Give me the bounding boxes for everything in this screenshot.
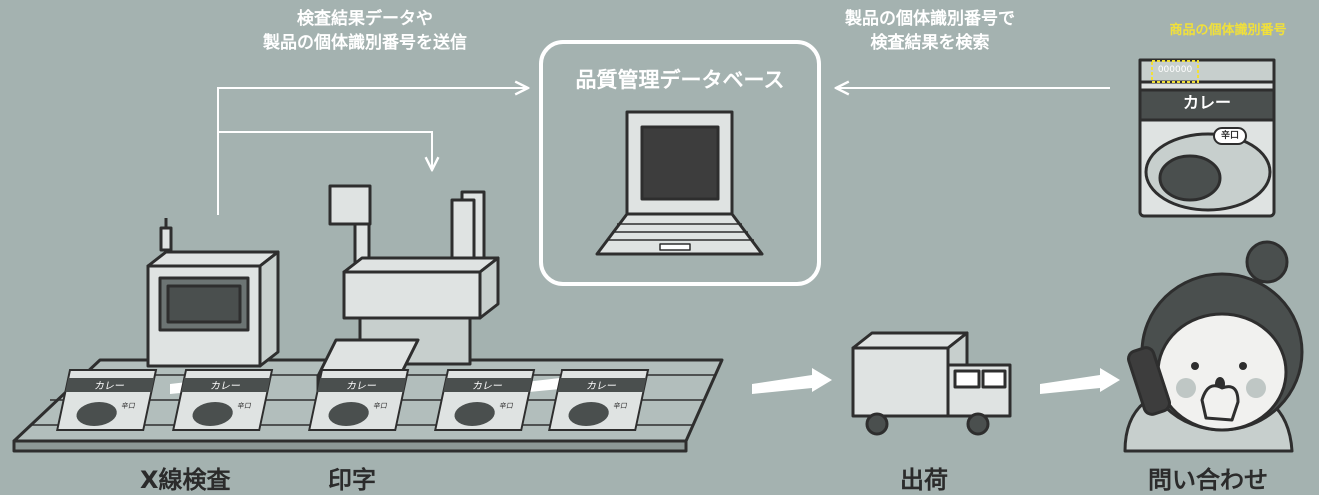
database-title: 品質管理データベース	[575, 68, 785, 92]
print-feed-line	[218, 131, 432, 170]
person-on-phone-icon	[1123, 240, 1304, 453]
caption-ship: 出荷	[900, 466, 948, 494]
conveyor-package-spice: 辛口	[613, 401, 629, 410]
caption-xray: X線検査	[140, 466, 231, 494]
laptop-icon	[595, 110, 764, 256]
xray-inspection-machine	[146, 218, 280, 368]
send-data-label: 検査結果データや 製品の個体識別番号を送信	[220, 8, 510, 56]
product-id-highlight	[1151, 60, 1199, 83]
search-line-1: 製品の個体識別番号で	[845, 9, 1015, 29]
flow-arrow	[752, 368, 832, 394]
data-flow-lines	[217, 88, 1110, 215]
truck-icon	[851, 331, 1012, 436]
conveyor-package-label: カレー	[93, 380, 126, 392]
conveyor-package-spice: 辛口	[373, 401, 389, 410]
conveyor-package-spice: 辛口	[121, 401, 137, 410]
conveyor-package-label: カレー	[585, 380, 618, 392]
package-name: カレー	[1182, 93, 1231, 112]
conveyor-package-spice: 辛口	[499, 401, 515, 410]
search-label: 製品の個体識別番号で 検査結果を検索	[820, 8, 1040, 56]
conveyor-package-label: カレー	[471, 380, 504, 392]
send-results-line	[217, 88, 528, 215]
conveyor-package-label: カレー	[345, 380, 378, 392]
product-id-label: 商品の個体識別番号	[1169, 23, 1287, 38]
flow-arrow	[1040, 368, 1120, 394]
send-data-line-1: 検査結果データや	[297, 9, 433, 29]
caption-print: 印字	[328, 466, 376, 494]
caption-inquiry: 問い合わせ	[1148, 466, 1268, 494]
conveyor-package-label: カレー	[209, 380, 242, 392]
search-line-2: 検査結果を検索	[870, 32, 990, 53]
database-box	[539, 40, 821, 286]
send-data-line-2: 製品の個体識別番号を送信	[263, 32, 467, 53]
curry-package-illustration	[1138, 58, 1276, 218]
printer-machine	[316, 184, 500, 394]
conveyor-package-spice: 辛口	[237, 401, 253, 410]
package-serial: 000000	[1157, 65, 1193, 75]
package-spice: 辛口	[1220, 131, 1239, 141]
